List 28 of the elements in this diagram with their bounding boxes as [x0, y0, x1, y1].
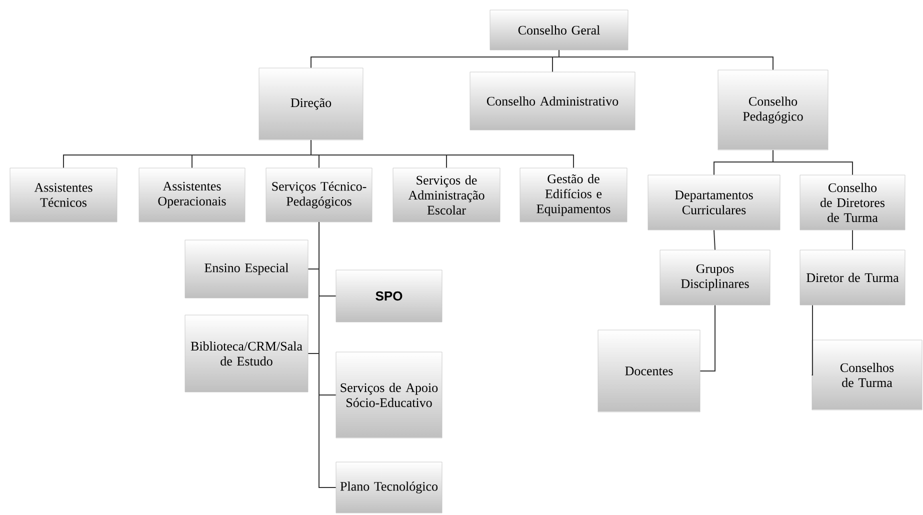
org-box: Grupos Disciplinares [660, 250, 770, 306]
connector-line [700, 304, 716, 372]
org-box: Assistentes Operacionais [138, 168, 246, 222]
org-box: Gestão de Edifícios e Equipamentos [520, 168, 628, 222]
org-box: Conselho Geral [490, 10, 628, 50]
org-box: Departamentos Curriculares [648, 174, 780, 230]
connector-line [772, 150, 853, 176]
org-box: Conselhos de Turma [812, 340, 922, 410]
connector-line [811, 304, 813, 376]
org-box: Serviços Técnico-Pedagógicos [266, 168, 372, 222]
org-box: Serviços de Administração Escolar [392, 168, 500, 222]
org-box: Assistentes Técnicos [10, 168, 118, 222]
org-box: Conselho de Diretores de Turma [800, 174, 906, 230]
connector-line [318, 222, 336, 488]
org-box: Plano Tecnológico [336, 462, 442, 514]
org-box: Direção [258, 68, 364, 140]
org-box: Ensino Especial [184, 240, 308, 298]
org-box: Serviços de Apoio Sócio-Educativo [336, 352, 442, 438]
org-box: SPO [336, 270, 442, 322]
org-box: Conselho Administrativo [470, 72, 636, 130]
connector-line [558, 50, 774, 70]
org-box: Biblioteca/CRM/Sala de Estudo [184, 314, 308, 392]
connector-line [310, 140, 574, 168]
org-box: Conselho Pedagógico [718, 70, 828, 150]
connector-line [714, 230, 716, 250]
connector-line [852, 230, 853, 250]
org-box: Diretor de Turma [800, 250, 906, 306]
org-box: Docentes [598, 330, 700, 412]
